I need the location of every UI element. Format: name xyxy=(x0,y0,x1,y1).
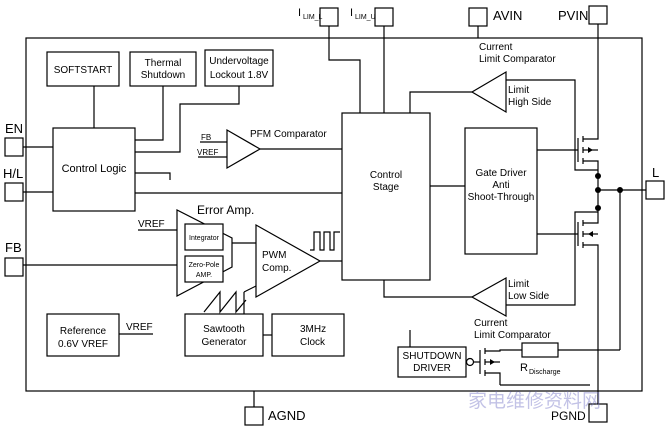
pin-agnd-label: AGND xyxy=(268,408,306,423)
ref-vref-label: VREF xyxy=(126,322,153,333)
thermal-label-2: Shutdown xyxy=(141,70,185,81)
uvlo-block xyxy=(204,49,274,87)
current-limit-comparator-low xyxy=(470,276,507,318)
limit-high-label-2: High Side xyxy=(508,97,552,108)
pin-fb-box xyxy=(4,257,24,277)
shutdown-driver-block xyxy=(397,346,467,378)
pin-fb-label: FB xyxy=(5,240,22,255)
discharge-resistor xyxy=(521,342,559,358)
clc-bot-label-1: Current xyxy=(474,318,508,329)
error-amp-label: Error Amp. xyxy=(197,203,254,217)
pin-en-box xyxy=(4,137,24,157)
r-discharge-label: R xyxy=(520,362,528,374)
pin-pvin-label: PVIN xyxy=(558,8,588,23)
control-logic-block xyxy=(52,127,136,212)
pwm-label-2: Comp. xyxy=(262,263,291,274)
pin-hl-label: H/L xyxy=(3,166,23,181)
gate-driver-label-2: Anti xyxy=(492,180,509,191)
pwm-label-1: PWM xyxy=(262,250,286,261)
pin-ilim-l-sub: LIM_L xyxy=(303,14,323,21)
watermark: 家电维修资料网 xyxy=(468,390,601,412)
softstart-block xyxy=(46,51,120,87)
control-stage-label-1: Control xyxy=(370,170,402,181)
clock-block xyxy=(271,313,345,357)
pfm-comparator-label: PFM Comparator xyxy=(250,129,327,140)
zero-pole-label-2: AMP. xyxy=(196,272,212,279)
shutdown-label-1: SHUTDOWN xyxy=(403,351,462,362)
gate-driver-label-1: Gate Driver xyxy=(475,168,527,179)
pin-pgnd-label: PGND xyxy=(551,409,586,423)
pin-ilim-l-label: I xyxy=(298,7,301,19)
pin-avin-label: AVIN xyxy=(493,8,522,23)
high-side-mosfet-icon xyxy=(537,24,599,176)
zero-pole-label-1: Zero-Pole xyxy=(189,262,220,269)
sawtooth-label-1: Sawtooth xyxy=(203,324,245,335)
clc-bot-label-2: Limit Comparator xyxy=(474,330,551,341)
pin-l-box xyxy=(645,180,665,200)
uvlo-label-1: Undervoltage xyxy=(209,56,269,67)
pin-agnd-box xyxy=(244,406,264,426)
r-discharge-sub: Discharge xyxy=(529,369,561,376)
sawtooth-label-2: Generator xyxy=(201,337,247,348)
thermal-label-1: Thermal xyxy=(145,58,182,69)
limit-low-label-1: Limit xyxy=(508,279,529,290)
pin-ilim-u-box xyxy=(374,7,394,27)
control-stage-block xyxy=(341,112,431,281)
low-side-mosfet-icon xyxy=(537,208,599,404)
pwm-waveform-icon xyxy=(310,231,340,251)
gate-driver-label-3: Shoot-Through xyxy=(468,192,535,203)
control-logic-label: Control Logic xyxy=(62,163,127,175)
limit-high-label-1: Limit xyxy=(508,85,529,96)
clc-top-label-2: Limit Comparator xyxy=(479,54,556,65)
reference-label-2: 0.6V VREF xyxy=(58,339,108,350)
pfm-fb-label: FB xyxy=(201,133,211,142)
shutdown-label-2: DRIVER xyxy=(413,363,451,374)
pin-hl-box xyxy=(4,182,24,202)
pin-pvin-box xyxy=(588,5,608,25)
gate-driver-block xyxy=(464,127,538,255)
err-vref-label: VREF xyxy=(138,219,165,230)
reference-block xyxy=(46,313,120,357)
reference-label-1: Reference xyxy=(60,326,107,337)
pfm-vref-label: VREF xyxy=(197,148,218,157)
current-limit-comparator-high xyxy=(470,70,507,114)
integrator-label: Integrator xyxy=(189,235,220,242)
sawtooth-waveform-icon xyxy=(203,290,247,314)
clc-top-label-1: Current xyxy=(479,42,513,53)
sawtooth-generator-block xyxy=(184,313,264,357)
limit-low-label-2: Low Side xyxy=(508,291,550,302)
pin-avin-box xyxy=(468,7,488,27)
integrator-block xyxy=(184,223,224,251)
pin-l-label: L xyxy=(652,165,659,180)
zero-pole-block xyxy=(184,255,224,283)
pin-ilim-u-label: I xyxy=(350,7,353,19)
pwm-comparator xyxy=(255,223,322,299)
pin-en-label: EN xyxy=(5,121,23,136)
clock-label-1: 3MHz xyxy=(300,324,326,335)
clock-label-2: Clock xyxy=(300,337,326,348)
control-stage-label-2: Stage xyxy=(373,182,400,193)
softstart-label: SOFTSTART xyxy=(54,65,113,76)
uvlo-label-2: Lockout 1.8V xyxy=(210,70,269,81)
pin-ilim-l-box xyxy=(319,7,339,27)
pfm-comparator xyxy=(226,128,262,170)
pin-ilim-u-sub: LIM_U xyxy=(355,14,376,21)
